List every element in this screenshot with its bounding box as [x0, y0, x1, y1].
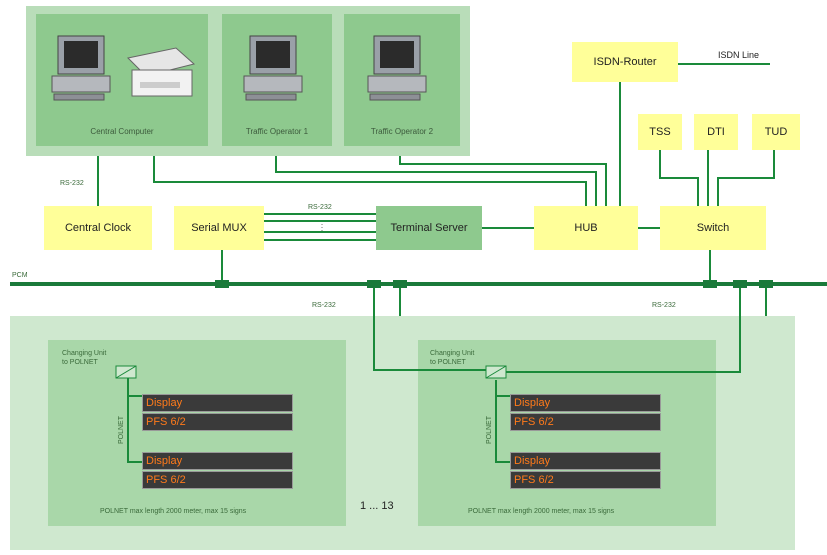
polnet-label: POLNET	[486, 415, 493, 444]
changing-unit-label: Changing Unit	[430, 350, 475, 357]
display-sign-bottom: PFS 6/2	[142, 471, 293, 489]
display-sign-top: Display	[142, 394, 293, 412]
polnet-caption: POLNET max length 2000 meter, max 15 sig…	[100, 508, 247, 515]
isdn-router-box: ISDN-Router	[572, 42, 678, 82]
station-label: Traffic Operator 2	[370, 127, 434, 136]
station-label: Central Computer	[90, 127, 154, 136]
polnet-caption: POLNET max length 2000 meter, max 15 sig…	[468, 508, 615, 515]
isdn-line-label: ISDN Line	[718, 50, 760, 60]
station-label: Traffic Operator 1	[245, 127, 309, 136]
changing-unit-label: to POLNET	[430, 359, 466, 366]
bus-connector	[733, 280, 747, 288]
workstation-icon	[367, 35, 427, 101]
display-sign-bottom: PFS 6/2	[510, 471, 661, 489]
display-sign-bottom: PFS 6/2	[510, 413, 661, 431]
bus-connector	[759, 280, 773, 288]
display-sign-bottom: PFS 6/2	[142, 413, 293, 431]
bus-connector	[215, 280, 229, 288]
range-label: 1 ... 13	[360, 500, 394, 512]
workstation-with-printer-icon	[51, 35, 196, 101]
dti-box: DTI	[694, 114, 738, 150]
bus-connector	[703, 280, 717, 288]
hub-box: HUB	[534, 206, 638, 250]
display-sign-top: Display	[510, 452, 661, 470]
serial-mux-box: Serial MUX	[174, 206, 264, 250]
polnet-label: POLNET	[118, 415, 125, 444]
rs232-left-label: RS-232	[312, 302, 336, 309]
bus-connector	[393, 280, 407, 288]
sign-group-left	[48, 340, 346, 526]
station-central-computer: Central Computer	[36, 14, 208, 146]
workstation-icon	[243, 35, 303, 101]
pcm-label: PCM	[12, 272, 28, 279]
rs232-right-label: RS-232	[652, 302, 676, 309]
tss-box: TSS	[638, 114, 682, 150]
tud-box: TUD	[752, 114, 800, 150]
rs232-clock-label: RS-232	[60, 180, 84, 187]
central-clock-box: Central Clock	[44, 206, 152, 250]
bus-connector	[367, 280, 381, 288]
station-traffic-operator-1: Traffic Operator 1	[222, 14, 332, 146]
switch-box: Switch	[660, 206, 766, 250]
rs232-mux-label: RS-232	[308, 204, 332, 211]
station-traffic-operator-2: Traffic Operator 2	[344, 14, 460, 146]
terminal-server-box: Terminal Server	[376, 206, 482, 250]
changing-unit-label: to POLNET	[62, 359, 98, 366]
display-sign-top: Display	[142, 452, 293, 470]
changing-unit-label: Changing Unit	[62, 350, 107, 357]
display-sign-top: Display	[510, 394, 661, 412]
